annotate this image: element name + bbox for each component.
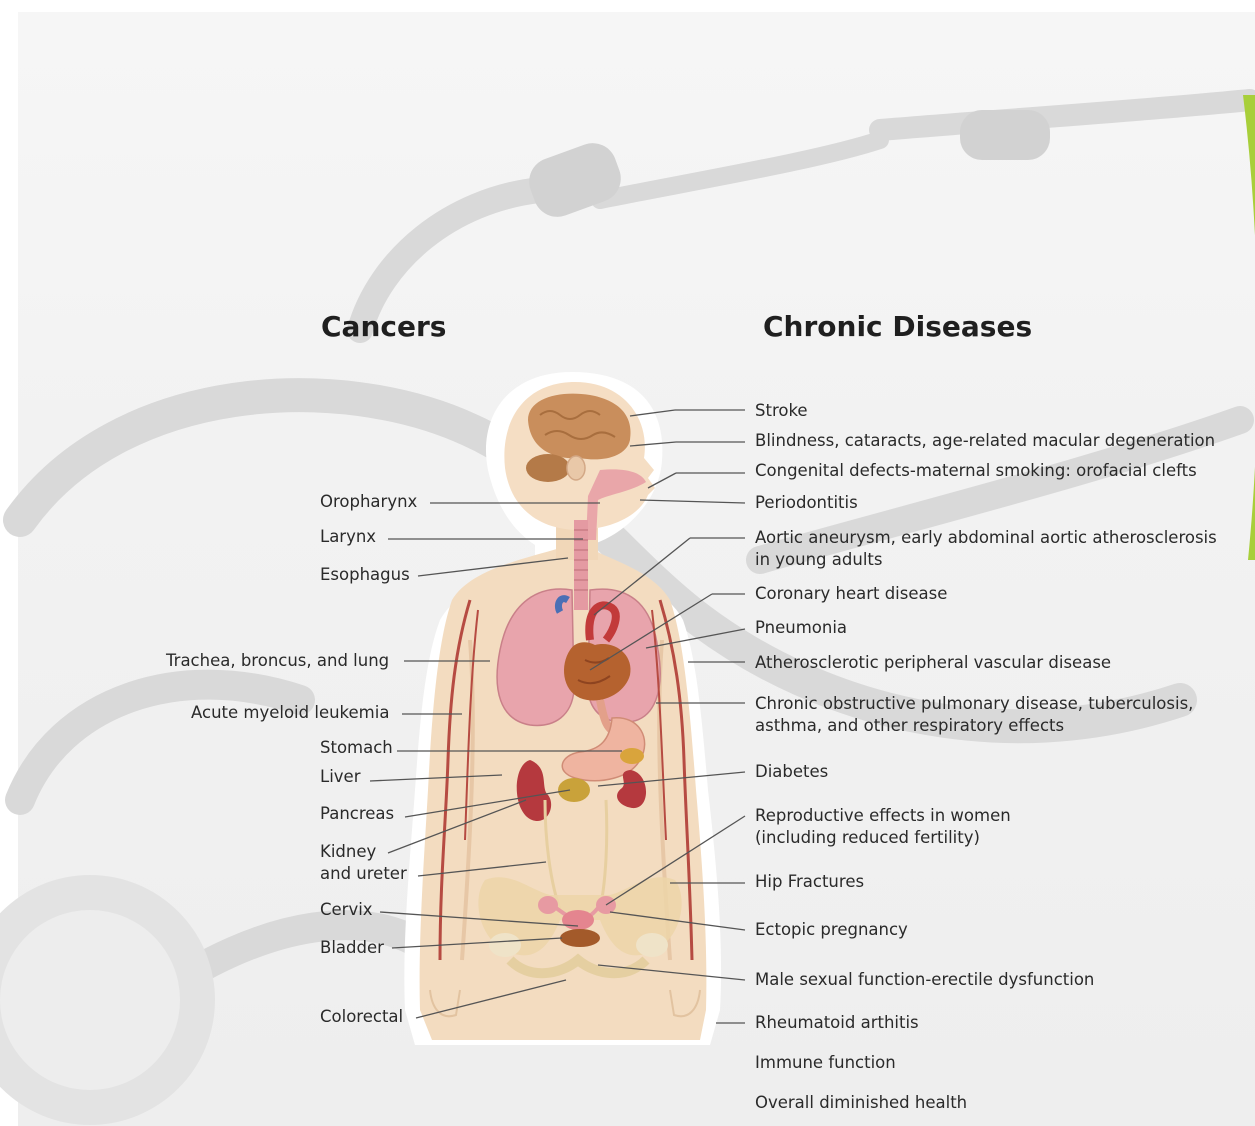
label-aortic: Aortic aneurysm, early abdominal aortic … — [755, 527, 1217, 571]
chronic-diseases-heading: Chronic Diseases — [763, 310, 1032, 343]
label-copd-line1: Chronic obstructive pulmonary disease, t… — [755, 694, 1193, 713]
label-ureter: and ureter — [320, 863, 407, 885]
label-reproductive-line1: Reproductive effects in women — [755, 806, 1011, 825]
cancers-heading: Cancers — [321, 310, 446, 343]
label-diabetes: Diabetes — [755, 761, 828, 783]
label-atherosclerotic: Atherosclerotic peripheral vascular dise… — [755, 652, 1111, 674]
label-stroke: Stroke — [755, 400, 808, 422]
label-reproductive-line2: (including reduced fertility) — [755, 827, 1011, 849]
label-coronary: Coronary heart disease — [755, 583, 947, 605]
label-liver: Liver — [320, 766, 360, 788]
label-hip-fractures: Hip Fractures — [755, 871, 864, 893]
label-arthritis: Rheumatoid arthitis — [755, 1012, 919, 1034]
green-accent — [1243, 95, 1255, 560]
label-cervix: Cervix — [320, 899, 373, 921]
label-periodontitis: Periodontitis — [755, 492, 858, 514]
label-copd-line2: asthma, and other respiratory effects — [755, 715, 1193, 737]
label-ectopic: Ectopic pregnancy — [755, 919, 908, 941]
label-lung: Trachea, broncus, and lung — [166, 650, 389, 672]
label-clefts: Congenital defects-maternal smoking: oro… — [755, 460, 1197, 482]
label-erectile: Male sexual function-erectile dysfunctio… — [755, 969, 1094, 991]
label-diminished-health: Overall diminished health — [755, 1092, 967, 1114]
label-esophagus: Esophagus — [320, 564, 410, 586]
label-reproductive: Reproductive effects in women (including… — [755, 805, 1011, 849]
label-immune: Immune function — [755, 1052, 896, 1074]
label-kidney: Kidney — [320, 841, 376, 863]
leader-periodontitis — [640, 500, 745, 503]
label-oropharynx: Oropharynx — [320, 491, 417, 513]
label-pancreas: Pancreas — [320, 803, 394, 825]
label-colorectal: Colorectal — [320, 1006, 403, 1028]
label-aortic-line1: Aortic aneurysm, early abdominal aortic … — [755, 528, 1217, 547]
label-leukemia: Acute myeloid leukemia — [191, 702, 389, 724]
label-blindness: Blindness, cataracts, age-related macula… — [755, 430, 1215, 452]
label-stomach: Stomach — [320, 737, 393, 759]
label-aortic-line2: in young adults — [755, 549, 1217, 571]
label-copd: Chronic obstructive pulmonary disease, t… — [755, 693, 1193, 737]
label-larynx: Larynx — [320, 526, 376, 548]
label-pneumonia: Pneumonia — [755, 617, 847, 639]
label-bladder: Bladder — [320, 937, 384, 959]
